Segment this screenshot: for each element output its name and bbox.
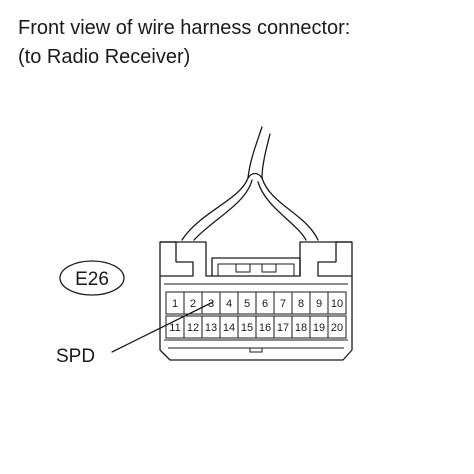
pin-number: 12 (187, 322, 199, 334)
connector-code: E26 (75, 269, 109, 290)
pin-number: 2 (190, 298, 196, 310)
pin-number: 19 (313, 322, 325, 334)
pin-12: 12 (183, 315, 203, 339)
pin-number: 7 (280, 298, 286, 310)
pin-cell (327, 315, 347, 339)
pin-number: 8 (298, 298, 304, 310)
pin-9: 9 (309, 291, 329, 315)
pin-number: 13 (205, 322, 217, 334)
pin-number: 15 (241, 322, 253, 334)
spd-leader-line (111, 301, 214, 353)
pin-number: 6 (262, 298, 268, 310)
pin-number: 18 (295, 322, 307, 334)
pin-cell (327, 291, 347, 315)
pin-6: 6 (255, 291, 275, 315)
pin-number: 1 (172, 298, 178, 310)
connector-code-badge: E26 (59, 260, 125, 296)
pin-13: 13 (201, 315, 221, 339)
spd-callout: SPD (56, 301, 214, 367)
pin-2: 2 (183, 291, 203, 315)
pin-4: 4 (219, 291, 239, 315)
connector-housing (159, 241, 353, 361)
pin-number: 3 (208, 298, 214, 310)
pin-11: 11 (165, 315, 185, 339)
pin-7: 7 (273, 291, 293, 315)
pin-5: 5 (237, 291, 257, 315)
pin-1: 1 (165, 291, 185, 315)
pin-14: 14 (219, 315, 239, 339)
pin-number: 9 (316, 298, 322, 310)
spd-label: SPD (56, 346, 95, 367)
pin-20: 20 (327, 315, 347, 339)
pin-16: 16 (255, 315, 275, 339)
pin-number: 17 (277, 322, 289, 334)
pin-15: 15 (237, 315, 257, 339)
pin-number: 4 (226, 298, 232, 310)
pin-8: 8 (291, 291, 311, 315)
pin-number: 20 (331, 322, 343, 334)
heading-line-2: (to Radio Receiver) (18, 46, 190, 68)
pin-10: 10 (327, 291, 347, 315)
pin-19: 19 (309, 315, 329, 339)
pin-number: 14 (223, 322, 235, 334)
pin-number: 5 (244, 298, 250, 310)
heading-line-1: Front view of wire harness connector: (18, 17, 350, 39)
pin-number: 11 (169, 322, 180, 334)
pin-18: 18 (291, 315, 311, 339)
pin-number: 10 (331, 298, 343, 310)
wire-harness (181, 126, 319, 241)
pin-number: 16 (259, 322, 271, 334)
pin-17: 17 (273, 315, 293, 339)
